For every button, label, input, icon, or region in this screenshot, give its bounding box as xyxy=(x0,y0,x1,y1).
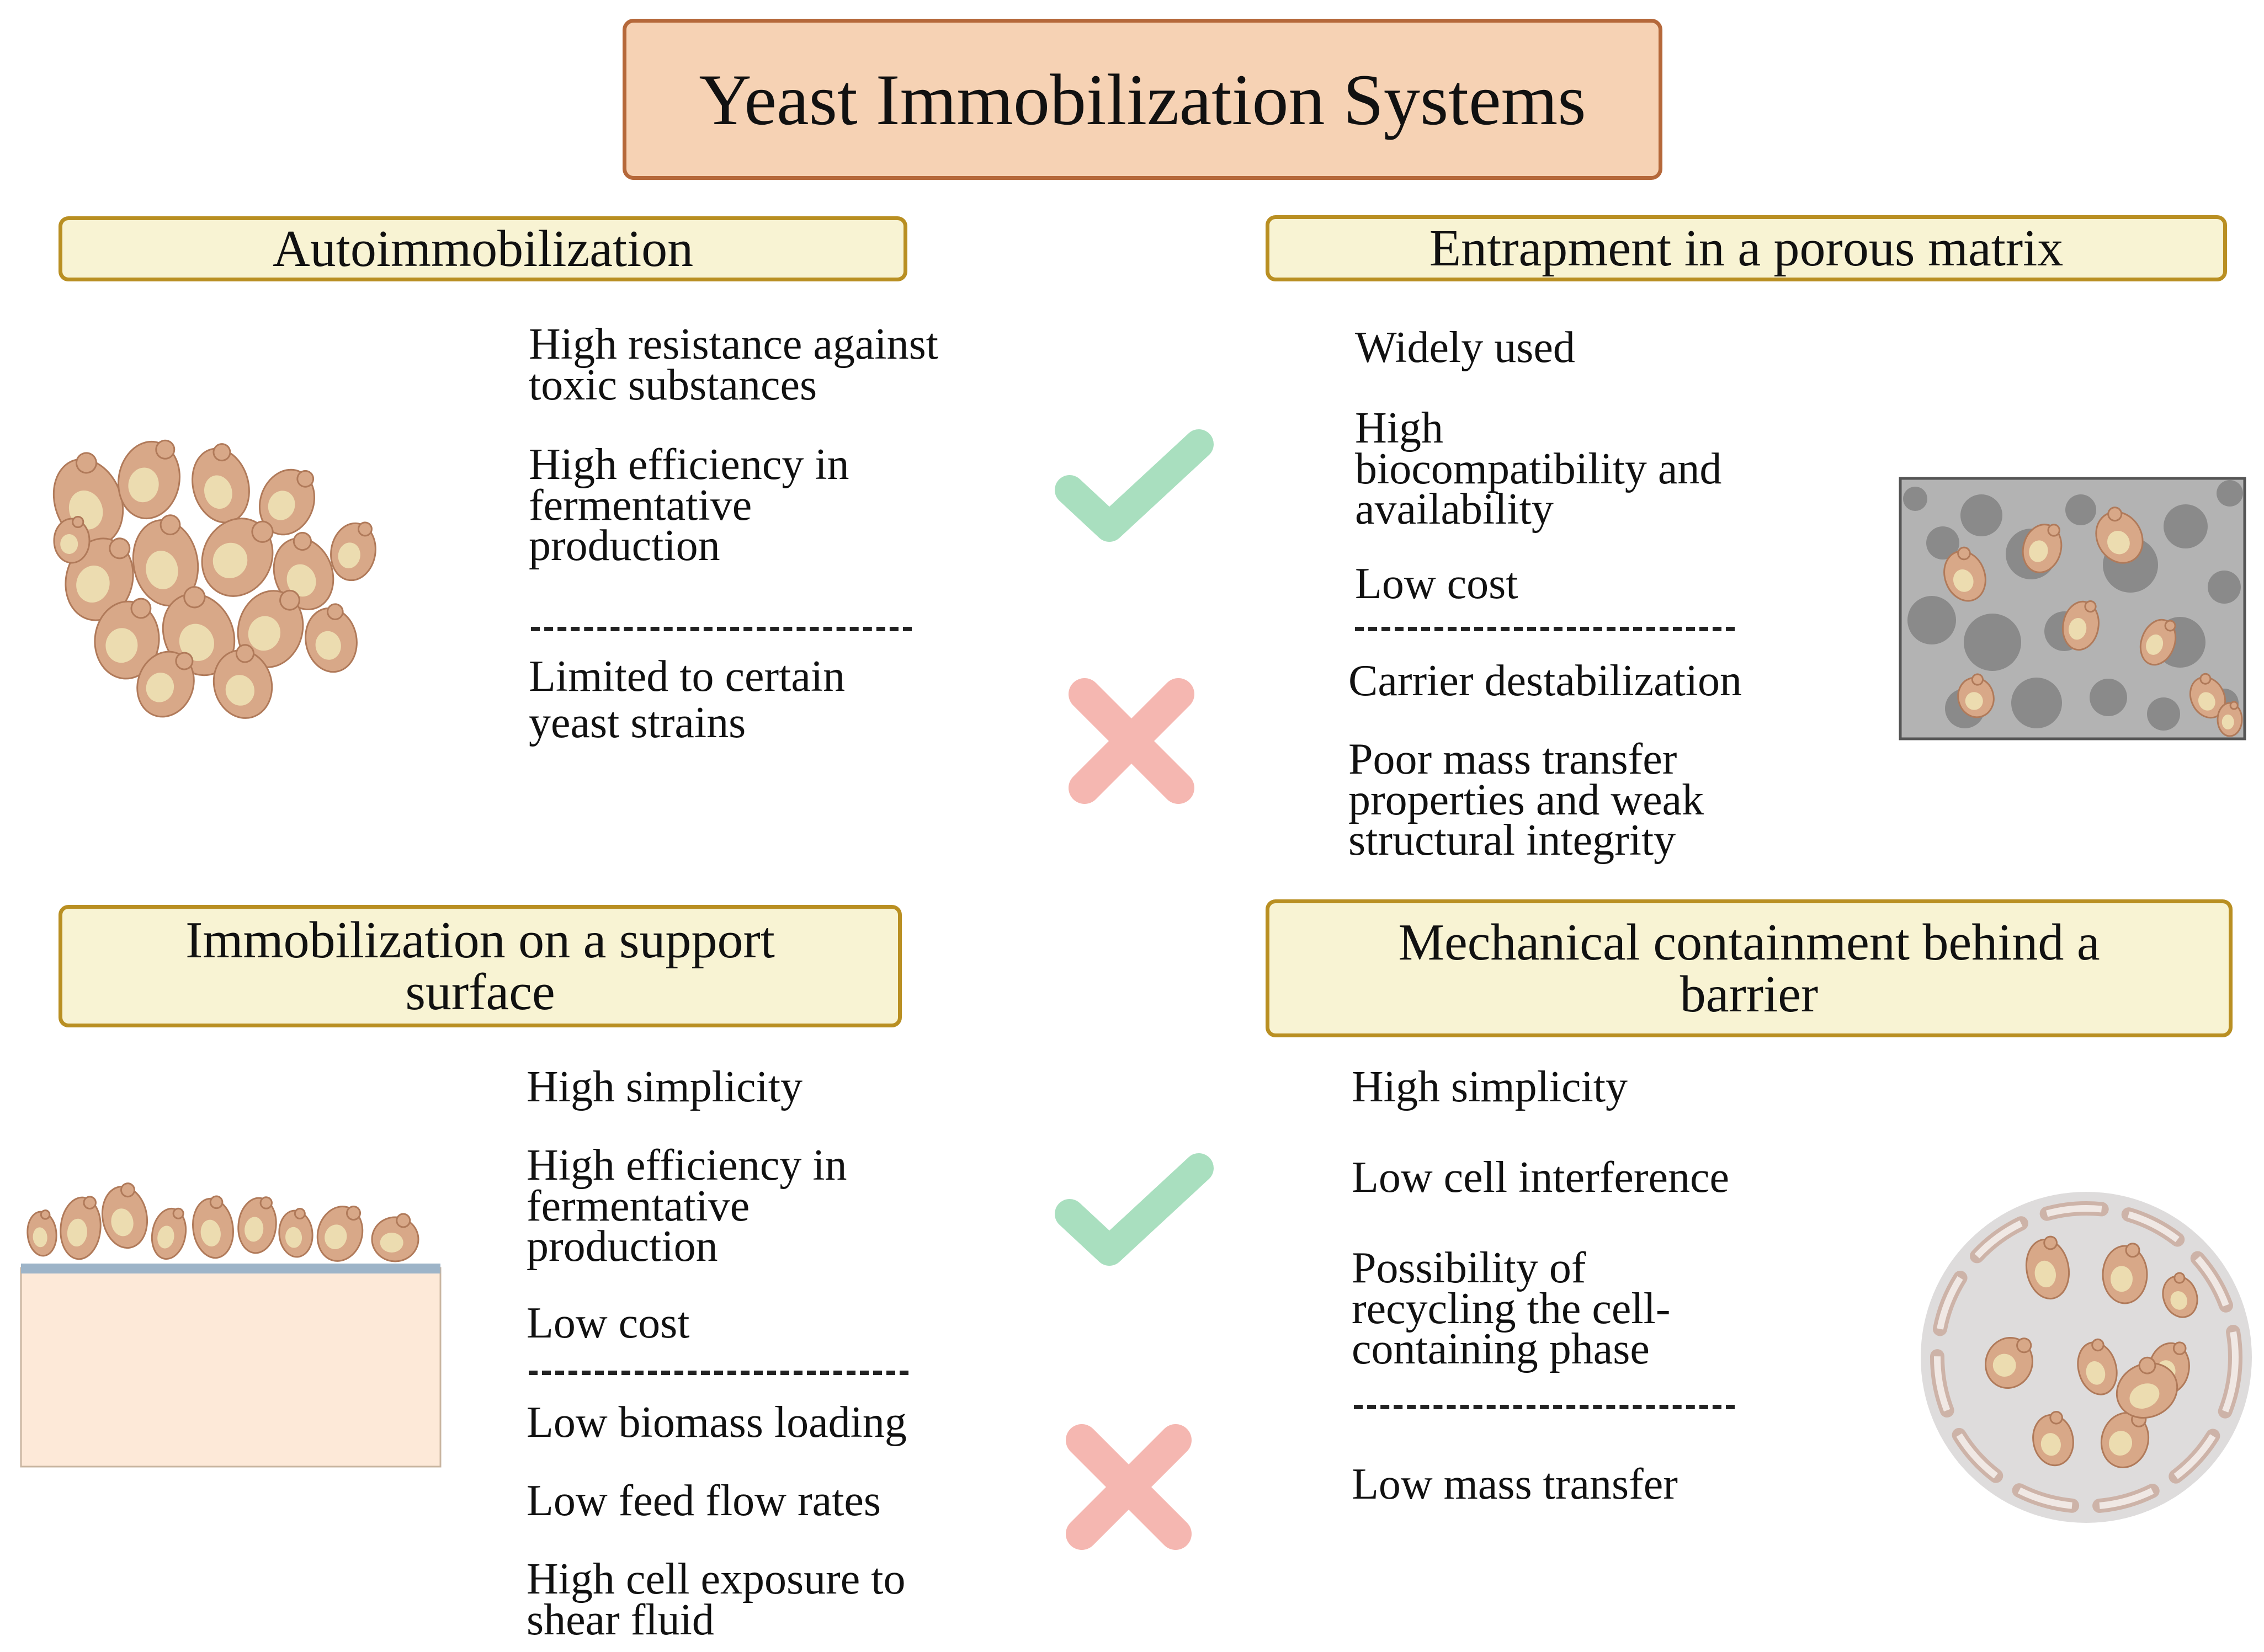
divider xyxy=(529,1371,908,1375)
yeast-cell xyxy=(192,443,250,524)
barrier-illustration xyxy=(1921,1192,2252,1523)
yeast-cell xyxy=(151,1207,187,1260)
yeast-cell xyxy=(94,598,160,680)
yeast-cell xyxy=(1957,673,1995,718)
divider xyxy=(1354,1405,1735,1409)
yeast-cell xyxy=(101,1182,148,1249)
support-surface-illustration xyxy=(20,1182,442,1468)
check-icon xyxy=(1055,1153,1214,1266)
heading-mechanical-containment-text: Mechanical containment behind a barrier xyxy=(1398,914,2100,1023)
advantage-item: High efficiency in fermentative producti… xyxy=(527,1141,847,1271)
disadvantage-item: High cell exposure to shear fluid xyxy=(527,1555,906,1644)
cross-icon xyxy=(1066,1424,1192,1550)
yeast-cell xyxy=(212,644,273,719)
yeast-cell xyxy=(305,603,358,673)
yeast-cell xyxy=(278,1208,313,1258)
yeast-cell xyxy=(2162,1272,2198,1318)
disadvantage-item: Low mass transfer xyxy=(1352,1460,1678,1509)
heading-mechanical-containment: Mechanical containment behind a barrier xyxy=(1266,899,2233,1037)
advantage-item: High biocompatibility and availability xyxy=(1355,404,1722,534)
yeast-cell xyxy=(2116,1356,2178,1419)
heading-support-surface: Immobilization on a support surface xyxy=(59,905,902,1027)
disadvantage-item: Limited to certain yeast strains xyxy=(529,652,846,747)
yeast-cell xyxy=(2100,1411,2150,1469)
yeast-cell xyxy=(237,589,304,668)
heading-entrapment-text: Entrapment in a porous matrix xyxy=(1429,220,2064,277)
divider xyxy=(531,627,912,631)
heading-entrapment: Entrapment in a porous matrix xyxy=(1266,215,2227,281)
porous-matrix-illustration xyxy=(1899,477,2246,740)
yeast-cell xyxy=(2077,1338,2118,1395)
heading-autoimmobilization: Autoimmobilization xyxy=(59,216,907,281)
yeast-cell xyxy=(2217,701,2243,737)
yeast-cell xyxy=(2102,1243,2148,1304)
yeast-cell xyxy=(2025,1235,2070,1300)
yeast-cells xyxy=(26,1182,419,1262)
yeast-cell xyxy=(2139,619,2177,666)
advantage-item: Low cell interference xyxy=(1352,1153,1730,1202)
yeast-cell xyxy=(2095,507,2144,564)
divider xyxy=(1355,627,1735,631)
advantage-item: Low cost xyxy=(1355,559,1518,608)
support-surface-layer xyxy=(21,1264,440,1273)
disadvantage-item: Poor mass transfer properties and weak s… xyxy=(1348,735,1704,865)
disadvantage-item: Low feed flow rates xyxy=(527,1477,881,1525)
yeast-cell xyxy=(330,521,376,582)
advantage-item: Low cost xyxy=(527,1299,690,1347)
advantage-item: High efficiency in fermentative producti… xyxy=(529,440,849,571)
yeast-cell xyxy=(371,1213,419,1262)
yeast-cell xyxy=(117,439,181,520)
yeast-cell xyxy=(192,1195,234,1259)
yeast-cell xyxy=(237,1196,277,1254)
yeast-cell xyxy=(60,1196,102,1260)
heading-support-surface-text: Immobilization on a support surface xyxy=(185,912,775,1021)
yeast-cell xyxy=(316,1206,364,1262)
advantage-item: Widely used xyxy=(1355,323,1575,372)
disadvantage-item: Low biomass loading xyxy=(527,1398,907,1447)
cross-icon xyxy=(1069,678,1194,804)
yeast-cell xyxy=(1985,1336,2033,1389)
disadvantage-item: Carrier destabilization xyxy=(1348,657,1742,705)
check-icon xyxy=(1055,429,1214,542)
advantage-item: High simplicity xyxy=(527,1063,803,1111)
support-block xyxy=(20,1267,442,1468)
title-box: Yeast Immobilization Systems xyxy=(623,19,1662,180)
yeast-cells xyxy=(52,439,376,719)
yeast-cell xyxy=(136,651,195,718)
yeast-cell xyxy=(201,518,274,597)
advantage-item: High simplicity xyxy=(1352,1063,1628,1111)
yeast-cell xyxy=(2189,673,2226,719)
yeast-cell xyxy=(1943,546,1986,602)
yeast-cell xyxy=(53,515,91,564)
yeast-cells xyxy=(1985,1235,2198,1469)
advantage-item: High resistance against toxic substances xyxy=(529,320,938,409)
advantage-item: Possibility of recycling the cell- conta… xyxy=(1352,1244,1671,1374)
figure-title: Yeast Immobilization Systems xyxy=(699,58,1586,140)
yeast-cell xyxy=(2062,600,2100,651)
yeast-cell xyxy=(26,1209,57,1257)
yeast-cell xyxy=(132,514,199,606)
yeast-cell xyxy=(2032,1411,2074,1467)
heading-autoimmobilization-text: Autoimmobilization xyxy=(272,220,694,278)
yeast-cluster-illustration xyxy=(52,439,376,719)
yeast-cell xyxy=(258,468,316,536)
